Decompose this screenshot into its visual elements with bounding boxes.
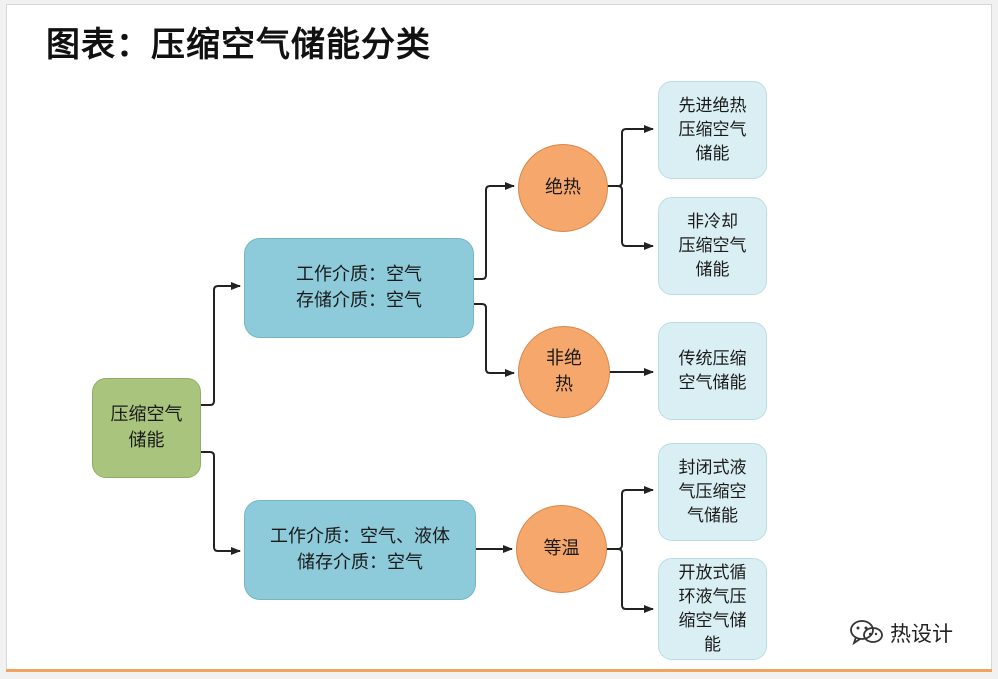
isothermal-label: 等温 [543, 538, 580, 559]
leaf-closed-liquid-gas-label: 封闭式液 气压缩空 气储能 [678, 458, 747, 526]
leaf-closed-liquid-gas: 封闭式液 气压缩空 气储能 [658, 443, 767, 541]
connector-upper-to-nonadiabatic [473, 303, 515, 377]
upper-medium-node: 工作介质：空气 存储介质：空气 [244, 238, 474, 338]
non-adiabatic-label: 非绝 热 [546, 348, 582, 395]
leaf-non-cooling: 非冷却 压缩空气 储能 [658, 197, 767, 295]
leaf-traditional-label: 传统压缩 空气储能 [678, 349, 747, 393]
root-node-compressed-air-storage: 压缩空气 储能 [92, 378, 201, 478]
bottom-accent-line [6, 669, 992, 672]
root-node-label: 压缩空气 储能 [110, 404, 183, 451]
adiabatic-label: 绝热 [545, 177, 581, 198]
leaf-advanced-adiabatic: 先进绝热 压缩空气 储能 [658, 81, 767, 179]
lower-medium-label: 工作介质：空气、液体 储存介质：空气 [270, 526, 450, 573]
figure-frame [6, 4, 992, 670]
connector-adiabatic-to-leaf2 [607, 185, 654, 250]
figure-title: 图表：压缩空气储能分类 [46, 25, 431, 65]
connector-root-to-upper [200, 282, 241, 406]
connector-upper-to-adiabatic [473, 182, 515, 280]
connector-isothermal-to-leaf4 [607, 486, 654, 550]
wechat-watermark: 热设计 [848, 618, 953, 648]
watermark-text: 热设计 [890, 622, 953, 646]
leaf-non-cooling-label: 非冷却 压缩空气 储能 [678, 212, 747, 280]
upper-medium-label: 工作介质：空气 存储介质：空气 [296, 264, 422, 311]
connector-isothermal-to-leaf5 [607, 548, 654, 613]
connector-root-to-lower [200, 451, 241, 555]
leaf-open-cycle-label: 开放式循 环液气压 缩空气储 能 [678, 563, 747, 655]
lower-medium-node: 工作介质：空气、液体 储存介质：空气 [244, 500, 476, 600]
connector-adiabatic-to-leaf1 [607, 125, 654, 187]
non-adiabatic-circle: 非绝 热 [518, 326, 610, 418]
adiabatic-circle: 绝热 [518, 144, 608, 232]
wechat-icon [850, 620, 883, 646]
leaf-advanced-adiabatic-label: 先进绝热 压缩空气 储能 [678, 96, 747, 164]
isothermal-circle: 等温 [516, 505, 607, 593]
leaf-open-cycle: 开放式循 环液气压 缩空气储 能 [658, 558, 767, 660]
leaf-traditional: 传统压缩 空气储能 [658, 322, 767, 420]
